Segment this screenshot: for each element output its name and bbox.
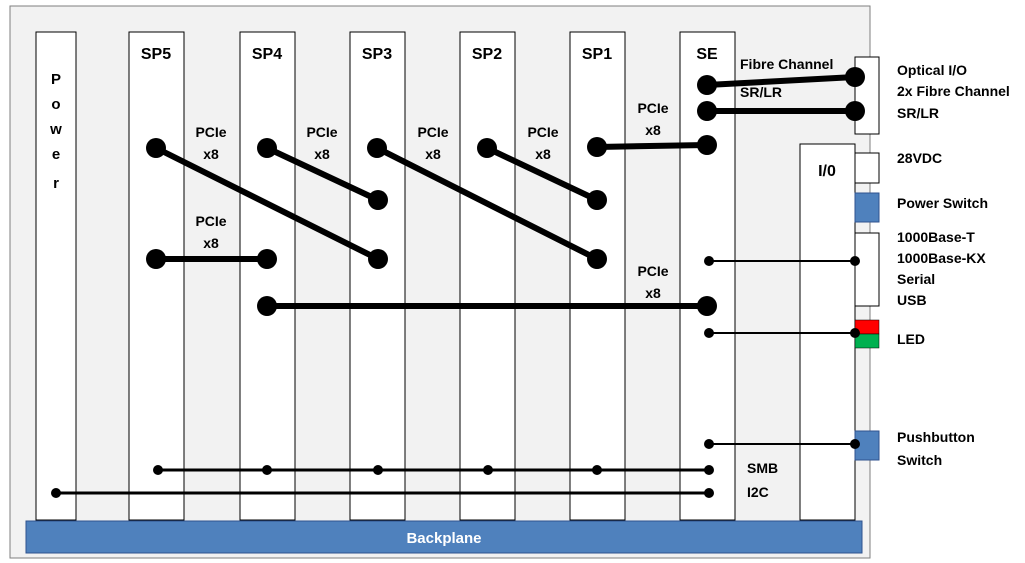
power-letter: o xyxy=(51,96,60,113)
link-node xyxy=(704,488,714,498)
link-node xyxy=(850,328,860,338)
power-label: P o w e r xyxy=(49,71,62,192)
link-node xyxy=(845,101,865,121)
pcie-label: PCIe xyxy=(195,124,226,140)
ethernet-label: 1000Base-KX xyxy=(897,250,986,266)
slot-label-sp3: SP3 xyxy=(362,46,392,63)
slot-sp3 xyxy=(349,31,406,521)
slot-label-se: SE xyxy=(696,46,718,63)
backplane-label: Backplane xyxy=(406,530,481,547)
ethernet-label: Serial xyxy=(897,271,935,287)
slot-label-sp5: SP5 xyxy=(141,46,171,63)
pcie-width-label: x8 xyxy=(645,122,661,138)
link-node xyxy=(153,465,163,475)
pcie-label: PCIe xyxy=(527,124,558,140)
smb-nodes xyxy=(153,465,714,475)
smb-label: SMB xyxy=(747,460,778,476)
led-label: LED xyxy=(897,331,925,347)
pushbutton-label: Switch xyxy=(897,452,942,468)
external-labels: Optical I/O 2x Fibre Channel SR/LR 28VDC… xyxy=(897,62,1010,468)
link-node xyxy=(845,67,865,87)
link-node xyxy=(257,138,277,158)
power-module xyxy=(35,31,77,521)
pcie-width-label: x8 xyxy=(314,146,330,162)
link-node xyxy=(368,249,388,269)
slot-sp5 xyxy=(128,31,185,521)
pcie-nodes xyxy=(146,135,717,316)
power-switch-label: Power Switch xyxy=(897,195,988,211)
pcie-width-label: x8 xyxy=(535,146,551,162)
slot-sp1 xyxy=(569,31,626,521)
link-node xyxy=(477,138,497,158)
power-switch-connector[interactable] xyxy=(854,192,880,223)
link-node xyxy=(697,296,717,316)
pcie-links xyxy=(153,142,710,309)
link-node xyxy=(587,190,607,210)
link-node xyxy=(373,465,383,475)
io-thin-nodes xyxy=(704,256,860,449)
pcie-label: PCIe xyxy=(195,213,226,229)
fibre-channel-links xyxy=(704,74,858,114)
optical-io-label: 2x Fibre Channel xyxy=(897,83,1010,99)
pcie-width-label: x8 xyxy=(203,235,219,251)
power-letter: e xyxy=(52,146,60,163)
power-letter: P xyxy=(51,71,61,88)
link-node xyxy=(850,256,860,266)
optical-io-label: Optical I/O xyxy=(897,62,967,78)
link-node xyxy=(367,138,387,158)
pcie-label: PCIe xyxy=(637,100,668,116)
pcie-label: PCIe xyxy=(306,124,337,140)
link-node xyxy=(704,256,714,266)
power-letter: w xyxy=(49,121,62,138)
pcie-width-label: x8 xyxy=(425,146,441,162)
pcie-label: PCIe xyxy=(417,124,448,140)
link-node xyxy=(704,328,714,338)
link-node xyxy=(257,249,277,269)
slot-sp4 xyxy=(239,31,296,521)
slot-label-sp2: SP2 xyxy=(472,46,502,63)
link-node xyxy=(262,465,272,475)
led-green xyxy=(854,333,880,349)
link-node xyxy=(704,439,714,449)
link-node xyxy=(697,135,717,155)
link-node xyxy=(146,138,166,158)
link-node xyxy=(146,249,166,269)
slot-label-sp1: SP1 xyxy=(582,46,612,63)
io-label: I/0 xyxy=(818,163,836,180)
link-node xyxy=(592,465,602,475)
pcie-label: PCIe xyxy=(637,263,668,279)
link-node xyxy=(51,488,61,498)
link-node xyxy=(704,465,714,475)
pushbutton-label: Pushbutton xyxy=(897,429,975,445)
fibre-channel-label: Fibre Channel xyxy=(740,56,833,72)
link-node xyxy=(483,465,493,475)
ethernet-label: USB xyxy=(897,292,927,308)
link-node xyxy=(697,101,717,121)
ethernet-connector xyxy=(854,232,880,307)
vdc-connector xyxy=(854,152,880,184)
link-node xyxy=(368,190,388,210)
slot-sp2 xyxy=(459,31,516,521)
slot-label-sp4: SP4 xyxy=(252,46,282,63)
ethernet-label: 1000Base-T xyxy=(897,229,975,245)
pcie-width-label: x8 xyxy=(645,285,661,301)
sr-lr-label: SR/LR xyxy=(740,84,782,100)
vdc-label: 28VDC xyxy=(897,150,942,166)
link-node xyxy=(587,137,607,157)
io-thin-links xyxy=(709,260,855,445)
pcie-width-label: x8 xyxy=(203,146,219,162)
i2c-label: I2C xyxy=(747,484,769,500)
link-node xyxy=(697,75,717,95)
power-letter: r xyxy=(53,175,59,192)
link-node xyxy=(257,296,277,316)
link-node xyxy=(850,439,860,449)
backplane-bar xyxy=(25,520,863,554)
link-node xyxy=(587,249,607,269)
pcie-labels: PCIe x8 PCIe x8 PCIe x8 PCIe x8 PCIe x8 … xyxy=(195,100,668,301)
optical-io-label: SR/LR xyxy=(897,105,939,121)
